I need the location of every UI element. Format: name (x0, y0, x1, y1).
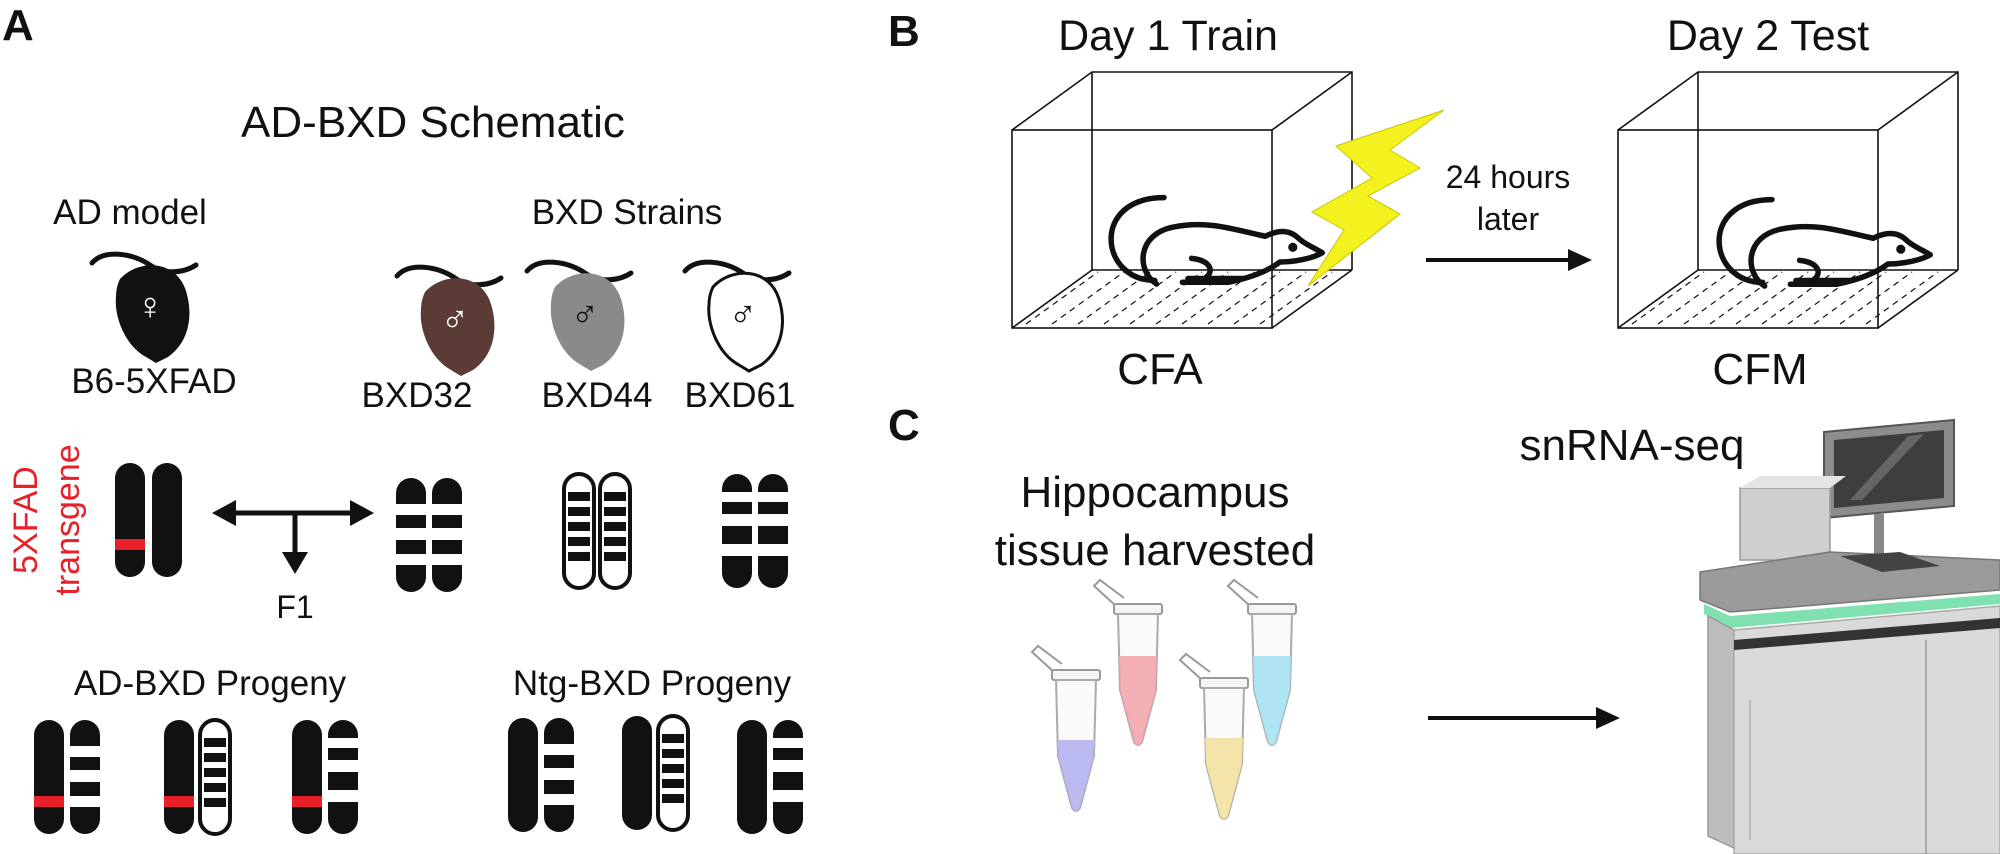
ad-bxd-progeny-chromosomes (34, 718, 358, 836)
female-symbol-icon: ♀ (136, 286, 165, 328)
bxd61-mouse-icon: ♂ (682, 259, 792, 373)
snrna-seq-label: snRNA-seq (1520, 421, 1745, 470)
cfa-label: CFA (1117, 345, 1203, 394)
bxd44-chromosomes (562, 472, 632, 590)
tissue-label-line1: Hippocampus (1020, 468, 1289, 517)
sequencer-machine-icon (1699, 418, 2000, 854)
interval-label-line2: later (1477, 201, 1540, 237)
sequencing-arrow-icon (1428, 707, 1620, 729)
ntg-bxd-progeny-label: Ntg-BXD Progeny (513, 664, 792, 703)
bxd32-mouse-icon: ♂ (397, 267, 501, 376)
strain-label-bxd44: BXD44 (542, 376, 653, 415)
ntg-bxd-progeny-chromosomes (508, 714, 803, 834)
tube-pink-icon (1093, 579, 1163, 746)
cross-arrow-icon (212, 500, 374, 574)
transgene-label-line2: transgene (49, 444, 87, 595)
panel-a-letter: A (2, 1, 34, 50)
strain-label-bxd61: BXD61 (685, 376, 796, 415)
tube-blue-icon (1227, 579, 1297, 746)
bxd32-chromosomes (396, 478, 462, 592)
ad-bxd-progeny-label: AD-BXD Progeny (74, 664, 347, 703)
test-chamber (1617, 71, 1959, 329)
tissue-label-line2: tissue harvested (995, 526, 1315, 575)
cfm-label: CFM (1712, 345, 1807, 394)
tube-yellow-icon (1179, 653, 1249, 820)
male-symbol-icon: ♂ (571, 294, 600, 336)
ad-model-label: AD model (53, 193, 207, 232)
panel-a-title: AD-BXD Schematic (241, 98, 625, 147)
day1-label: Day 1 Train (1058, 12, 1278, 60)
panel-b-letter: B (888, 7, 920, 56)
tube-purple-icon (1031, 645, 1101, 812)
bxd-strains-label: BXD Strains (532, 193, 723, 232)
panel-c-letter: C (888, 401, 920, 450)
bxd44-mouse-icon: ♂ (527, 262, 631, 371)
b6-5xfad-label: B6-5XFAD (71, 362, 236, 401)
transgene-label-line1: 5XFAD (7, 466, 45, 574)
shock-lightning-icon (1307, 109, 1445, 287)
b6-5xfad-mouse-icon: ♀ (92, 254, 196, 363)
strain-label-bxd32: BXD32 (362, 376, 473, 415)
transgene-label: 5XFAD transgene (7, 444, 87, 595)
day2-label: Day 2 Test (1667, 12, 1869, 60)
interval-arrow-icon (1426, 249, 1592, 271)
bxd61-chromosomes (722, 474, 788, 588)
male-symbol-icon: ♂ (729, 294, 758, 336)
b6-5xfad-chromosomes (115, 463, 182, 577)
f1-label: F1 (276, 589, 313, 625)
male-symbol-icon: ♂ (441, 299, 470, 341)
interval-label-line1: 24 hours (1446, 159, 1571, 195)
training-chamber (1011, 71, 1353, 329)
